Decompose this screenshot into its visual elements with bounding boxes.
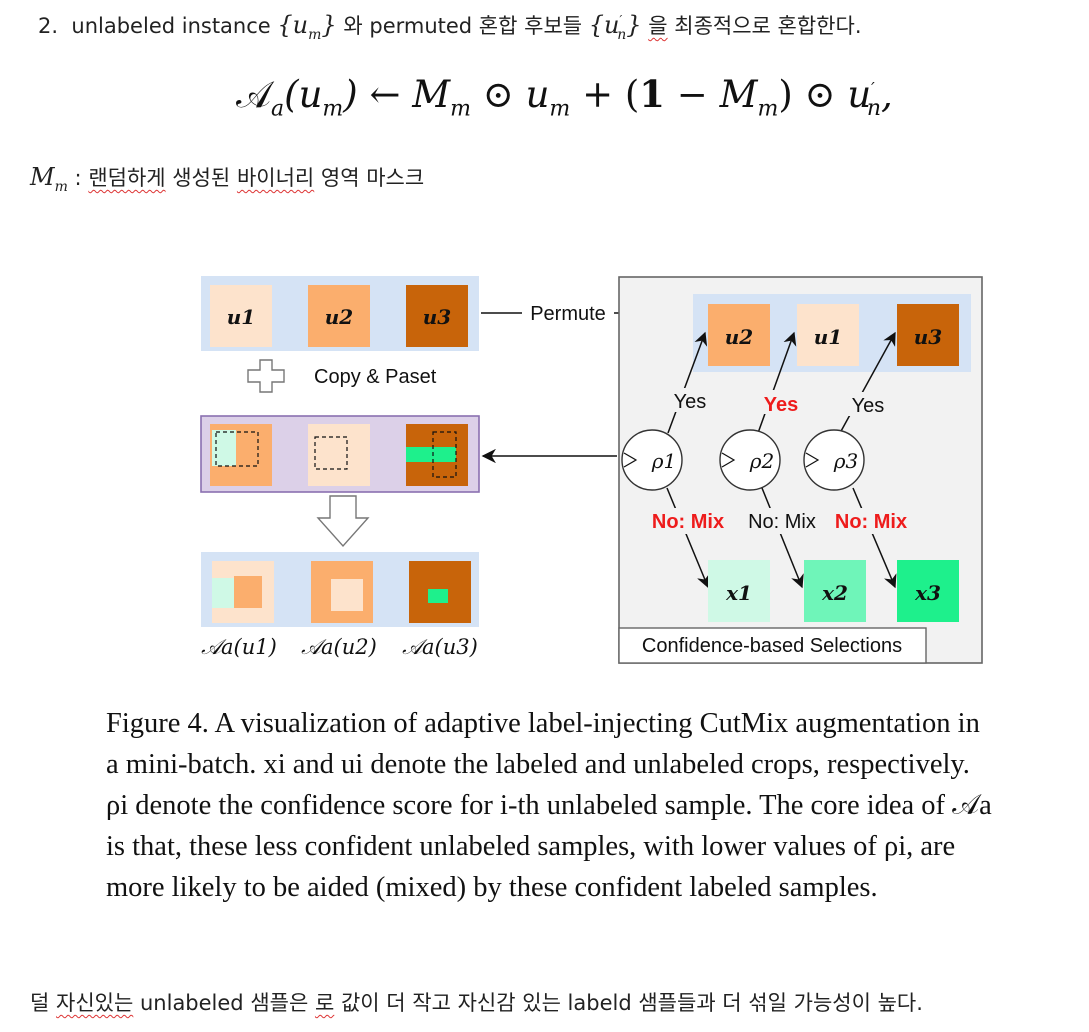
- x3-box: [897, 560, 959, 622]
- label-aug-u2: 𝒜a(u2): [301, 635, 377, 659]
- cutmix-figure: u1 u2 u3 Permute Copy & Paset 𝒜a(u1) 𝒜a(…: [200, 276, 983, 664]
- rho-node-1: ρ1: [621, 429, 683, 491]
- label-right-u2: u2: [725, 325, 754, 349]
- nomix-label-2: No: Mix: [748, 511, 816, 533]
- text-segment: unlabeled instance: [71, 14, 271, 38]
- equation: 𝒜a(um) ← Mm ⊙ um + (𝟏 − Mm) ⊙ u′n,: [236, 72, 893, 122]
- u1-box: [210, 285, 272, 347]
- label-u3: u3: [423, 305, 452, 329]
- plus-icon: [247, 359, 285, 393]
- math-set-um: {um}: [277, 11, 337, 43]
- label-right-u1: u1: [814, 325, 842, 349]
- x1-box: [708, 560, 770, 622]
- label-u1: u1: [227, 305, 255, 329]
- yes-label-1: Yes: [674, 391, 707, 413]
- svg-text:ρ1: ρ1: [651, 449, 676, 473]
- label-x1: x1: [725, 581, 752, 605]
- svg-text:ρ2: ρ2: [749, 449, 774, 473]
- u3-box: [406, 285, 468, 347]
- nomix-label-1: No: Mix: [652, 511, 724, 533]
- math-mm: Mm: [30, 163, 68, 195]
- text-segment: 을: [648, 14, 668, 38]
- permute-label: Permute: [530, 303, 606, 325]
- text-segment: 최종적으로 혼합한다.: [674, 14, 862, 38]
- list-number: 2.: [38, 14, 59, 38]
- label-u2: u2: [325, 305, 354, 329]
- mask-definition: Mm : 랜덤하게 생성된 바이너리 영역 마스크: [30, 163, 425, 195]
- label-x3: x3: [914, 581, 941, 605]
- label-aug-u1: 𝒜a(u1): [201, 635, 277, 659]
- rho-node-3: ρ3: [803, 429, 865, 491]
- label-right-u3: u3: [914, 325, 943, 349]
- yes-label-2: Yes: [764, 394, 798, 416]
- math-set-un-prime: {u′n}: [588, 11, 642, 43]
- copy-paste-label: Copy & Paset: [314, 366, 437, 388]
- x2-box: [804, 560, 866, 622]
- list-item-2: 2. unlabeled instance {um} 와 permuted 혼합…: [38, 10, 862, 43]
- selections-label: Confidence-based Selections: [642, 635, 902, 657]
- rho-node-2: ρ2: [719, 429, 781, 491]
- text-segment: 와 permuted 혼합 후보들: [343, 14, 583, 38]
- yes-label-3: Yes: [852, 395, 885, 417]
- svg-text:ρ3: ρ3: [833, 449, 858, 473]
- u2-box: [308, 285, 370, 347]
- label-aug-u3: 𝒜a(u3): [402, 635, 478, 659]
- label-x2: x2: [821, 581, 848, 605]
- figure-caption: Figure 4. A visualization of adaptive la…: [106, 708, 992, 903]
- bottom-note: 덜 자신있는 unlabeled 샘플은 로 값이 더 작고 자신감 있는 la…: [30, 991, 923, 1015]
- nomix-label-3: No: Mix: [835, 511, 907, 533]
- down-arrow-icon: [316, 495, 370, 548]
